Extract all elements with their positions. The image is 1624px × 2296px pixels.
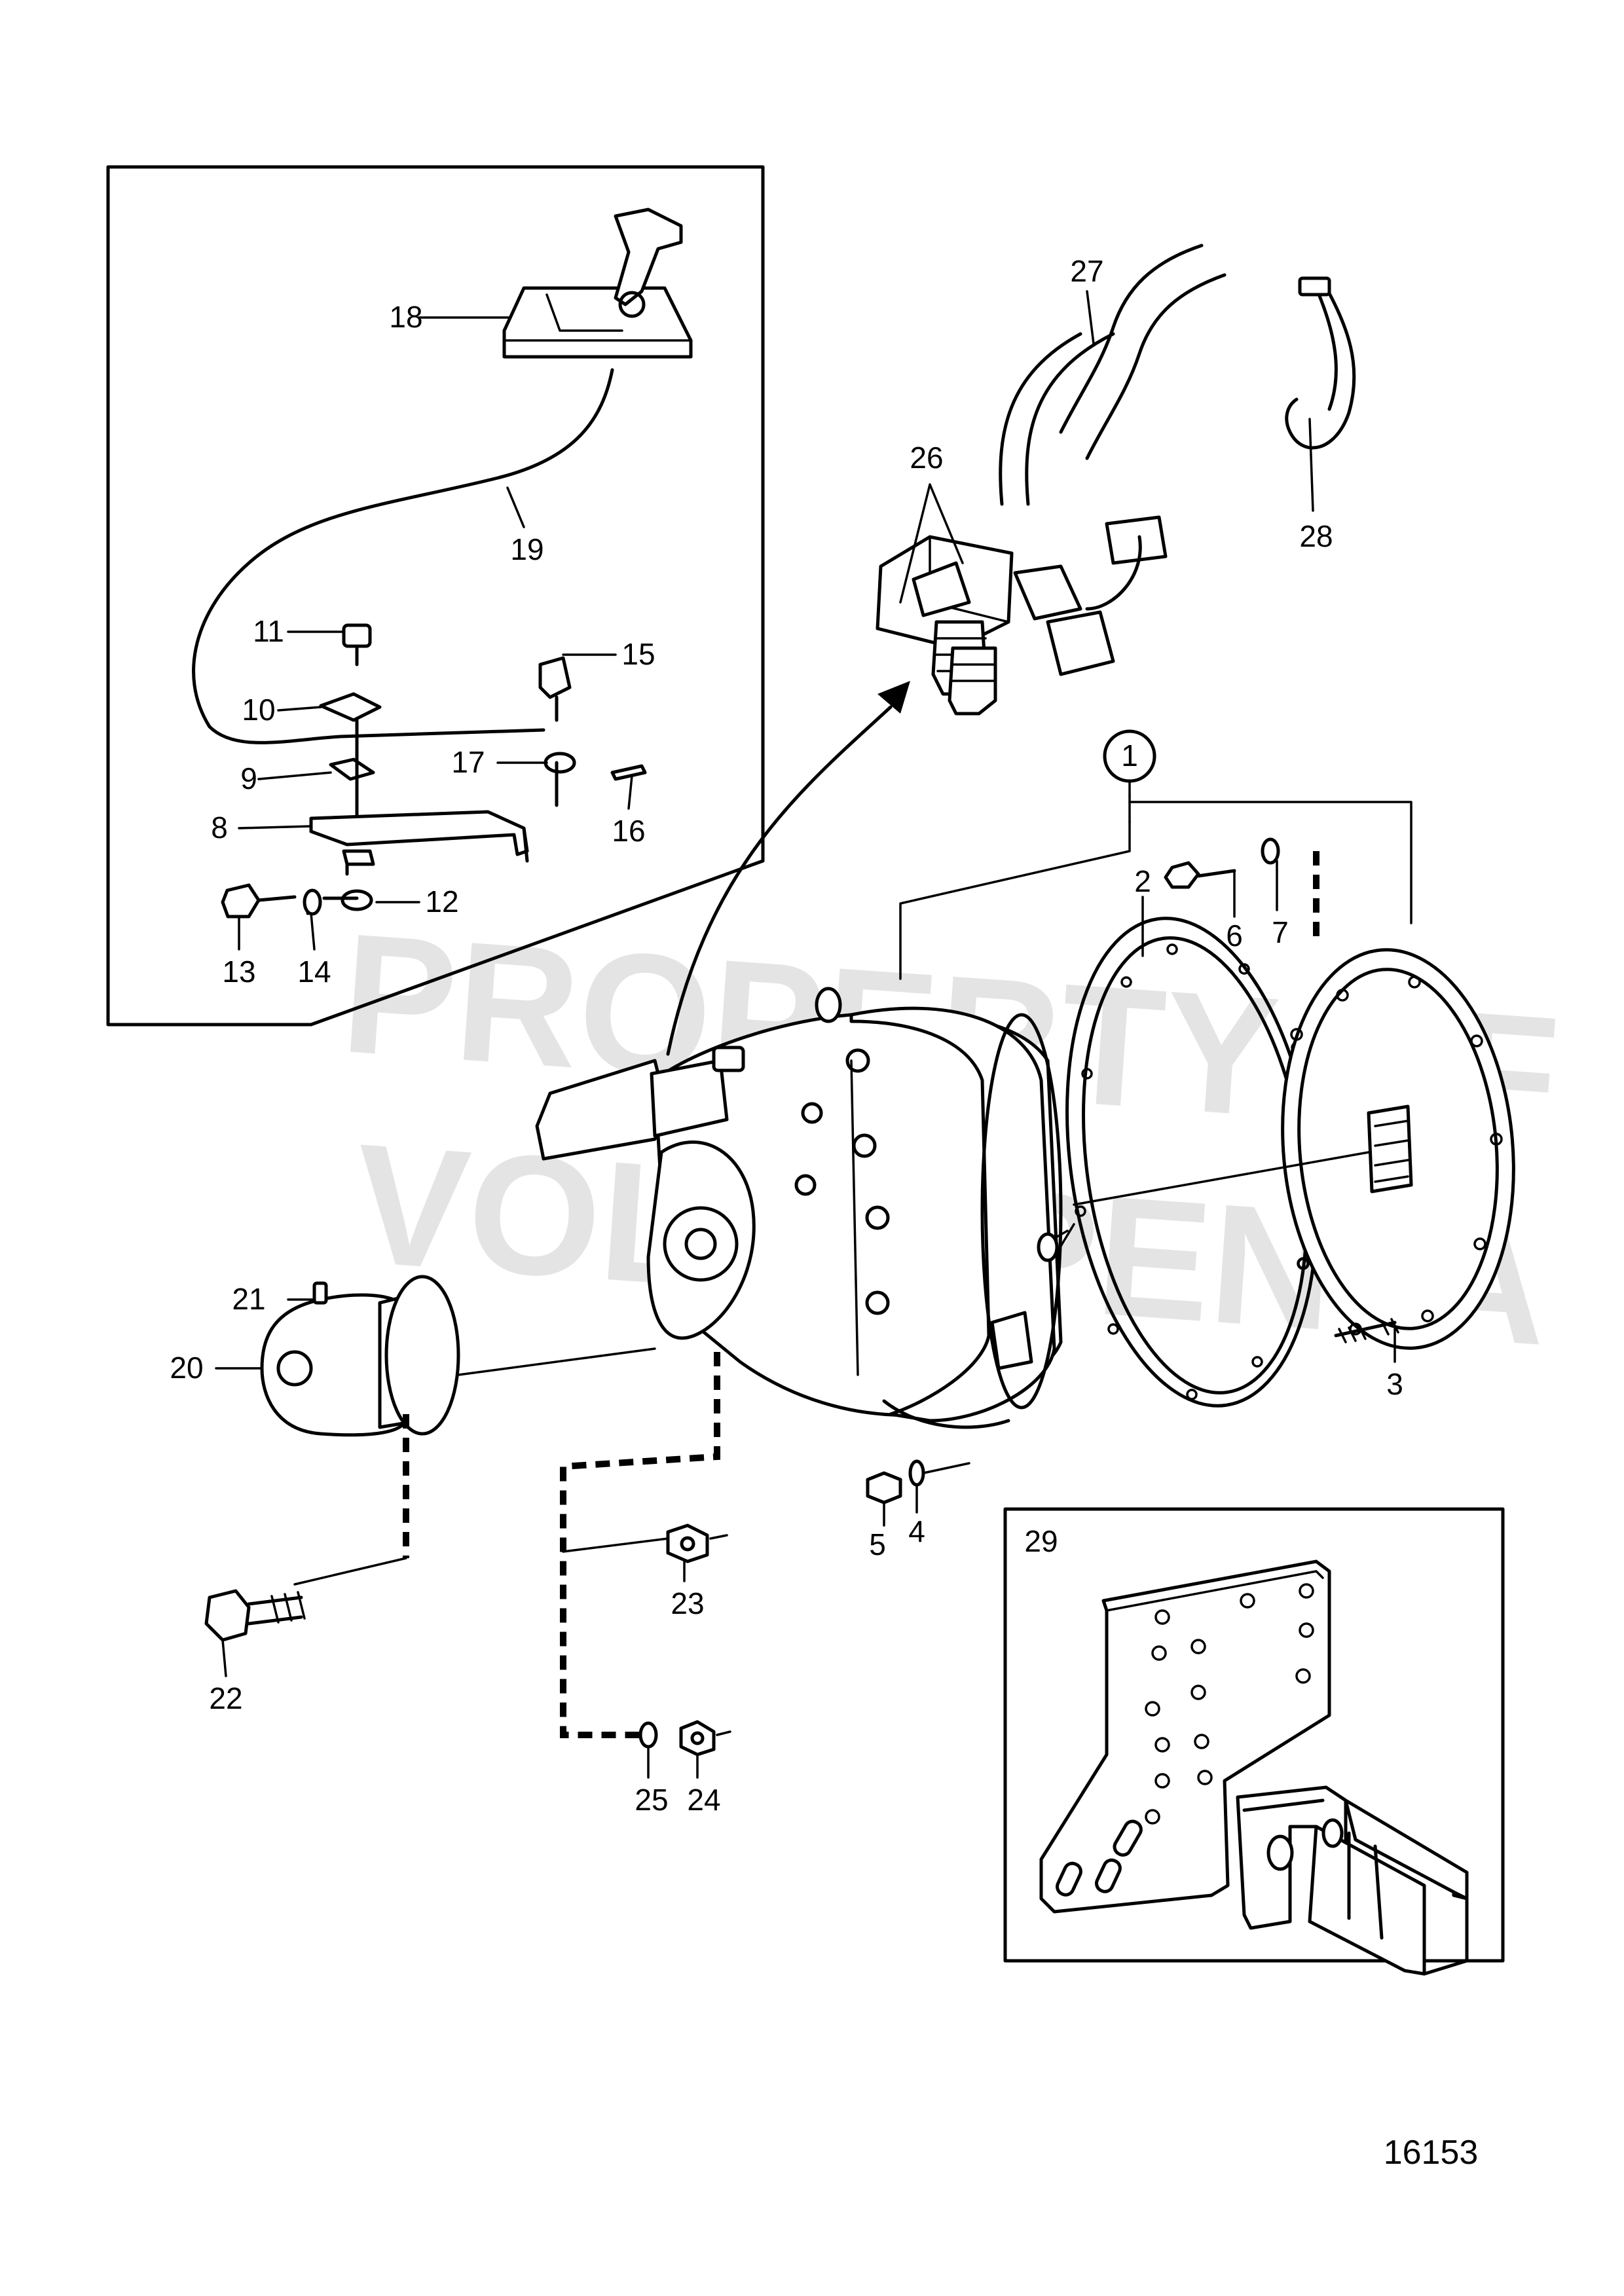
callout-29: 29 bbox=[1024, 1524, 1058, 1558]
flexible-coupling-plate bbox=[1073, 948, 1515, 1350]
valve-location-arrow bbox=[666, 681, 910, 1056]
callout-11: 11 bbox=[253, 614, 284, 648]
callout-16: 16 bbox=[612, 814, 645, 848]
mounting-plate-holes bbox=[1145, 1583, 1314, 1825]
callout-27: 27 bbox=[1070, 254, 1103, 288]
mounting-nuts bbox=[560, 1352, 731, 1757]
callout-10: 10 bbox=[242, 693, 275, 727]
stud-bolt bbox=[1334, 1318, 1399, 1343]
flywheel-bolt-and-washer bbox=[1164, 837, 1320, 943]
output-flange bbox=[260, 1275, 656, 1586]
drawing-number: 16153 bbox=[1384, 2134, 1479, 2172]
callout-2: 2 bbox=[1134, 864, 1151, 898]
cable-bracket-hardware bbox=[221, 623, 647, 919]
callout-23: 23 bbox=[671, 1586, 704, 1620]
reverse-gearbox bbox=[535, 987, 1075, 1429]
callout-3: 3 bbox=[1386, 1367, 1403, 1401]
coupling-holes bbox=[1290, 975, 1503, 1336]
callout-20: 20 bbox=[170, 1351, 203, 1385]
callout-13: 13 bbox=[222, 955, 255, 989]
callout-28: 28 bbox=[1299, 519, 1333, 553]
callout-12: 12 bbox=[425, 884, 458, 919]
callout-8: 8 bbox=[211, 811, 228, 845]
callout-17: 17 bbox=[451, 745, 485, 779]
callout-18: 18 bbox=[389, 300, 422, 334]
callout-9: 9 bbox=[240, 761, 257, 795]
callout-26: 26 bbox=[910, 441, 943, 475]
callout-leaders bbox=[215, 290, 1396, 1779]
callout-24: 24 bbox=[687, 1783, 720, 1817]
solenoid-valves bbox=[876, 535, 1115, 716]
callout-19: 19 bbox=[510, 532, 544, 566]
callout-5: 5 bbox=[869, 1527, 886, 1561]
callout-22: 22 bbox=[209, 1681, 242, 1715]
control-inset-frame bbox=[106, 165, 765, 1027]
gearbox-bolts bbox=[794, 1048, 890, 1315]
callout-6: 6 bbox=[1226, 919, 1243, 953]
callout-14: 14 bbox=[297, 955, 331, 989]
callout-21: 21 bbox=[232, 1282, 265, 1316]
callout-15: 15 bbox=[621, 637, 655, 671]
nut-and-washer bbox=[866, 1459, 970, 1504]
kit-bracket bbox=[899, 794, 1412, 980]
control-lever-housing bbox=[502, 208, 693, 359]
callout-labels: 1 2 3 4 5 6 7 8 9 10 11 12 13 14 15 16 1… bbox=[170, 254, 1403, 1817]
callout-25: 25 bbox=[635, 1783, 668, 1817]
callout-4: 4 bbox=[908, 1514, 925, 1548]
callout-1: 1 bbox=[1121, 738, 1138, 773]
flange-bolt bbox=[204, 1589, 306, 1642]
control-cable bbox=[192, 368, 614, 744]
callout-7: 7 bbox=[1272, 915, 1289, 949]
cable-tie bbox=[1285, 276, 1356, 450]
mounting-bracket-inset bbox=[1003, 1507, 1505, 1976]
hydraulic-hoses bbox=[999, 244, 1227, 611]
